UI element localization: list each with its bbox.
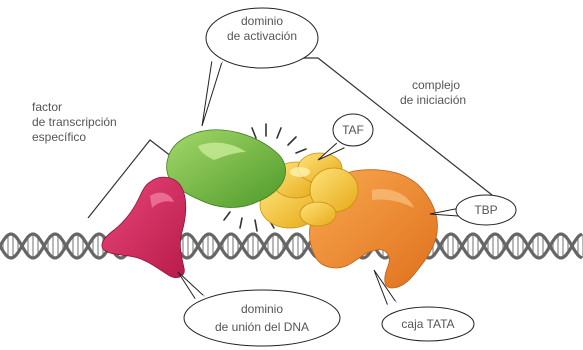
initiation-complex-line-2: de iniciación bbox=[400, 93, 466, 108]
initiation-complex-label: complejo de iniciación bbox=[400, 78, 466, 108]
activation-domain-label: dominio de activación bbox=[214, 14, 310, 44]
tbp-label: TBP bbox=[460, 203, 512, 218]
dna-binding-domain-label: dominio de unión del DNA bbox=[196, 302, 328, 335]
specific-factor-line-3: específico bbox=[32, 130, 117, 145]
specific-factor-line-2: de transcripción bbox=[32, 115, 117, 130]
dna-binding-domain-line-2: de unión del DNA bbox=[196, 320, 328, 335]
activation-domain-line-2: de activación bbox=[214, 29, 310, 44]
taf-label: TAF bbox=[333, 123, 373, 138]
specific-factor-line-1: factor bbox=[32, 100, 117, 115]
activation-domain-bubble bbox=[202, 60, 222, 126]
dna-binding-domain-protein bbox=[102, 177, 186, 277]
tata-box-label: caja TATA bbox=[388, 317, 468, 332]
dna-double-helix bbox=[0, 234, 583, 258]
specific-factor-label: factor de transcripción específico bbox=[32, 100, 117, 145]
initiation-complex-line-1: complejo bbox=[400, 78, 466, 93]
dna-binding-domain-line-1: dominio bbox=[196, 302, 328, 317]
activation-domain-line-1: dominio bbox=[214, 14, 310, 29]
